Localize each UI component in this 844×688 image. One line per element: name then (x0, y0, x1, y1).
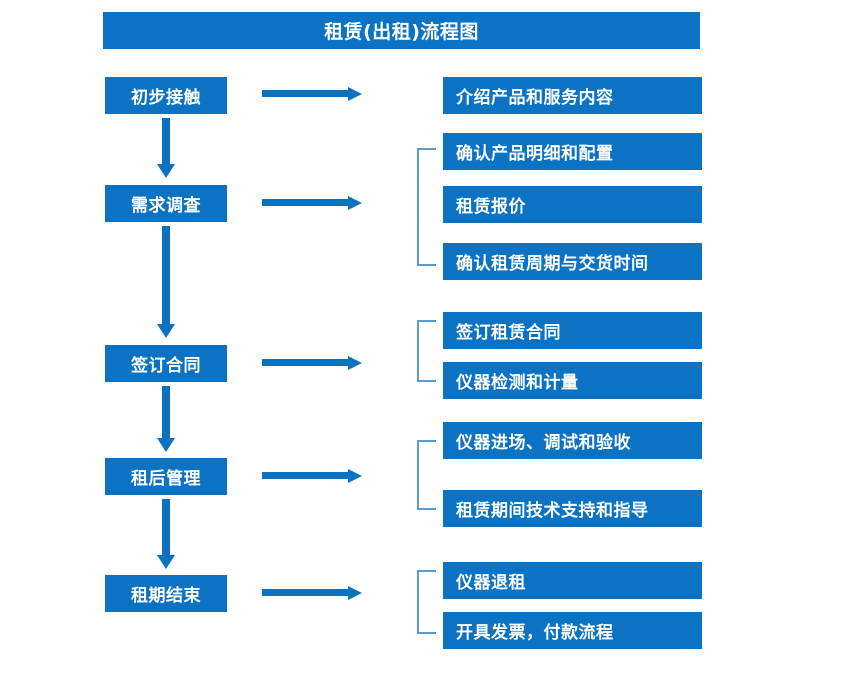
detail-box-2-2[interactable]: 租赁报价 (443, 186, 702, 223)
detail-box-4-2[interactable]: 租赁期间技术支持和指导 (443, 490, 702, 527)
arrow-right-icon-2 (262, 195, 364, 211)
arrow-down-icon-2 (155, 226, 177, 340)
detail-box-5-2[interactable]: 开具发票，付款流程 (443, 612, 702, 649)
arrow-right-icon-1 (262, 86, 364, 102)
stage-box-4[interactable]: 租后管理 (105, 458, 227, 495)
detail-box-2-1[interactable]: 确认产品明细和配置 (443, 133, 702, 170)
arrow-right-icon-3 (262, 355, 364, 371)
arrow-down-icon-1 (155, 118, 177, 180)
stage-box-5[interactable]: 租期结束 (105, 575, 227, 612)
bracket-left-icon-2 (416, 148, 438, 266)
detail-box-1-1[interactable]: 介绍产品和服务内容 (443, 77, 702, 114)
bracket-left-icon-5 (416, 570, 438, 634)
stage-box-3[interactable]: 签订合同 (105, 345, 227, 382)
arrow-down-icon-3 (155, 386, 177, 454)
stage-box-2[interactable]: 需求调查 (105, 185, 227, 222)
stage-box-1[interactable]: 初步接触 (105, 77, 227, 114)
detail-box-3-1[interactable]: 签订租赁合同 (443, 312, 702, 349)
detail-box-5-1[interactable]: 仪器退租 (443, 562, 702, 599)
detail-box-3-2[interactable]: 仪器检测和计量 (443, 362, 702, 399)
bracket-left-icon-4 (416, 440, 438, 510)
detail-box-4-1[interactable]: 仪器进场、调试和验收 (443, 422, 702, 459)
arrow-right-icon-4 (262, 468, 364, 484)
bracket-left-icon-3 (416, 320, 438, 382)
arrow-down-icon-4 (155, 499, 177, 571)
arrow-right-icon-5 (262, 585, 364, 601)
detail-box-2-3[interactable]: 确认租赁周期与交货时间 (443, 243, 702, 280)
diagram-title: 租赁(出租)流程图 (103, 12, 700, 49)
